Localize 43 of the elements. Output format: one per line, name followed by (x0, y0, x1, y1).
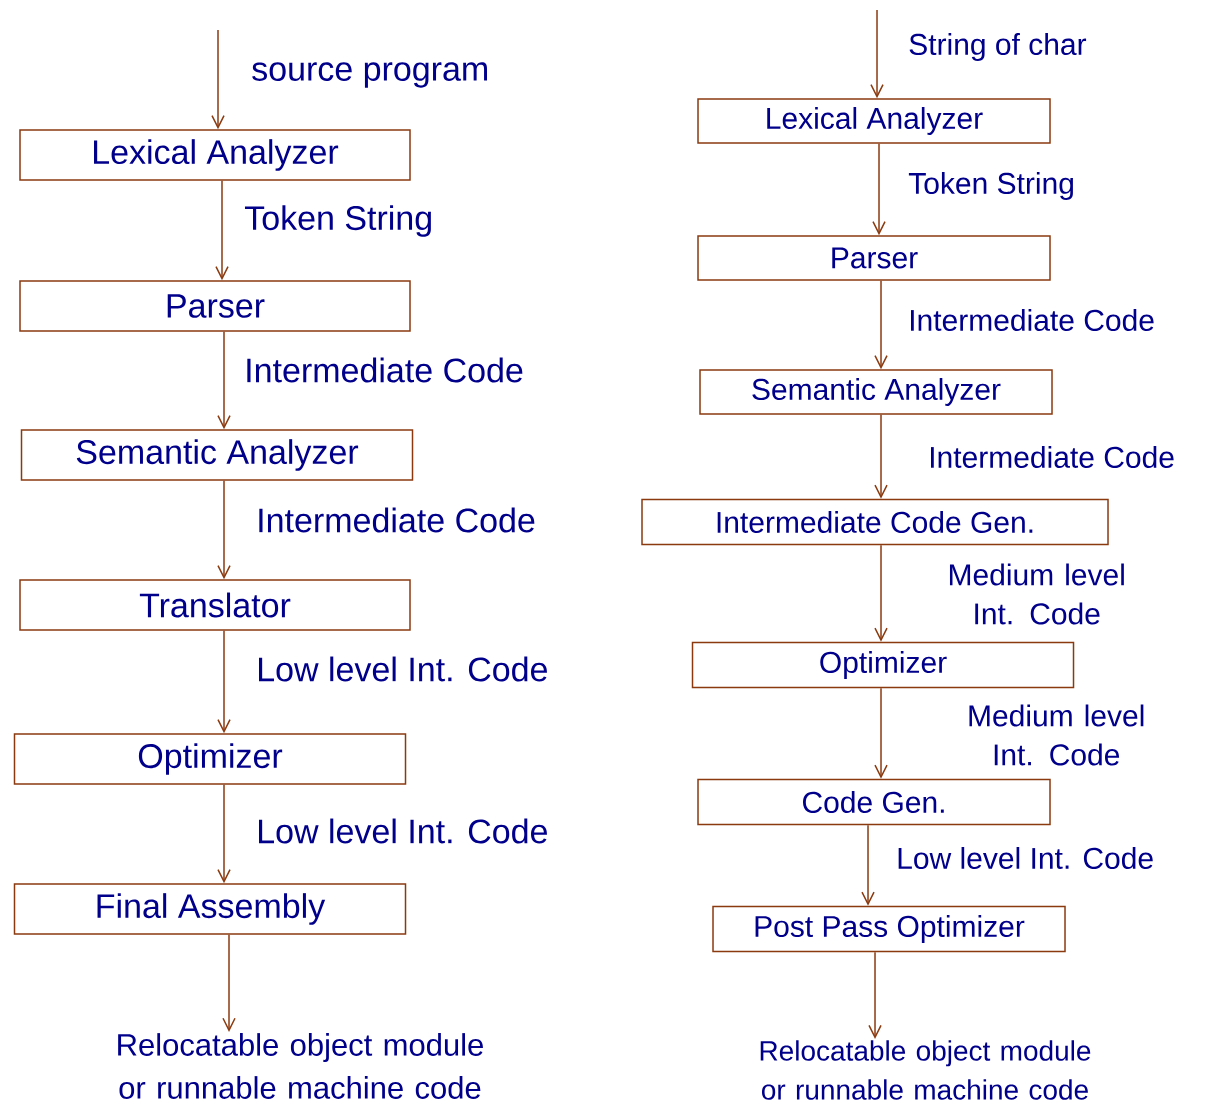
arrow (211, 29, 225, 130)
process-box: Semantic Analyzer (20, 429, 414, 481)
arrow (868, 951, 882, 1040)
edge-label: Medium level Int. Code (950, 563, 1124, 625)
process-box: Optimizer (13, 733, 407, 785)
process-box: Post Pass Optimizer (712, 905, 1066, 953)
arrow (861, 824, 875, 906)
arrow (872, 143, 886, 236)
arrow (874, 280, 888, 370)
edge-label: Intermediate Code (931, 446, 1174, 469)
output-text: Relocatable object module or runnable machine code (118, 1033, 483, 1099)
edge-label: Token String (908, 172, 1073, 200)
arrow (217, 630, 231, 734)
arrow (870, 9, 884, 99)
process-box: Lexical Analyzer (19, 129, 411, 181)
arrow (217, 331, 231, 430)
process-box: Code Gen. (697, 778, 1051, 826)
edge-label: Intermediate Code (247, 357, 523, 383)
arrow (222, 934, 236, 1032)
edge-label: Intermediate Code (911, 309, 1154, 332)
process-box: Parser (697, 235, 1051, 281)
edge-label: Medium level Int. Code (969, 704, 1144, 766)
process-box: Semantic Analyzer (699, 369, 1053, 415)
process-box: Intermediate Code Gen. (641, 498, 1109, 546)
process-box: Lexical Analyzer (697, 98, 1051, 144)
edge-label: Token String (244, 205, 431, 237)
edge-label: Intermediate Code (259, 507, 535, 533)
edge-label: Low level Int. Code (898, 847, 1153, 870)
process-box: Optimizer (691, 641, 1075, 689)
process-box: Final Assembly (13, 883, 407, 935)
arrow (874, 544, 888, 642)
edge-label: Low level Int. Code (259, 656, 547, 682)
edge-label: source program (252, 62, 487, 88)
arrow (217, 784, 231, 884)
arrow (874, 687, 888, 779)
process-box: Parser (19, 280, 411, 332)
edge-label: Low level Int. Code (259, 818, 547, 844)
arrow (215, 180, 229, 281)
arrow (217, 480, 231, 580)
arrow (874, 414, 888, 499)
process-box: Translator (19, 579, 411, 631)
output-text: Relocatable object module or runnable machine code (760, 1040, 1091, 1100)
edge-label: String of char (909, 33, 1087, 61)
